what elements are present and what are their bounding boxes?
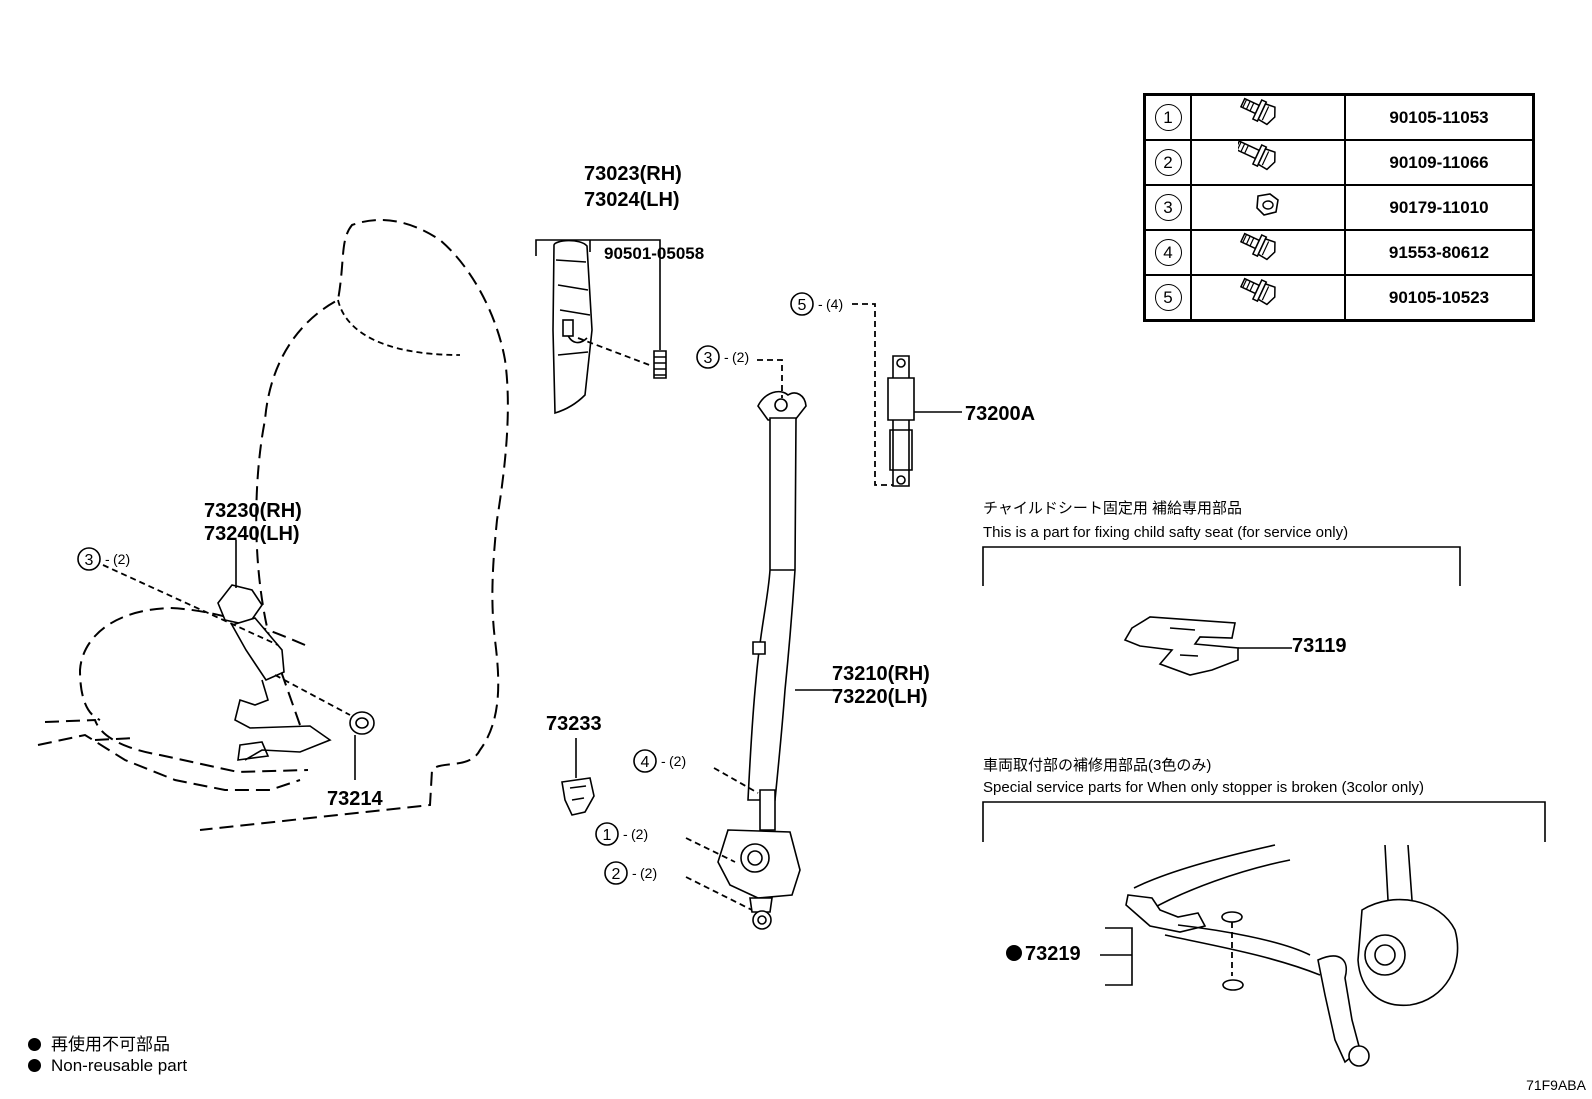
fastener-ref: 2 bbox=[1143, 139, 1192, 186]
label-73230: 73230(RH) bbox=[204, 500, 302, 522]
svg-text:-: - bbox=[623, 826, 628, 842]
svg-text:(2): (2) bbox=[669, 753, 686, 769]
fastener-ref-number: 1 bbox=[1154, 104, 1182, 131]
svg-text:-: - bbox=[632, 865, 637, 881]
fastener-part-number: 90109-11066 bbox=[1344, 139, 1535, 186]
fastener-part-number: 90179-11010 bbox=[1344, 184, 1535, 231]
seat-outline bbox=[37, 219, 509, 831]
fastener-row: 4 91553-80612 bbox=[1143, 229, 1535, 276]
child-seat-bracket-group bbox=[982, 546, 1461, 676]
clip-90501 bbox=[653, 272, 667, 379]
label-73200A: 73200A bbox=[965, 403, 1035, 425]
leader-ref3-upper bbox=[757, 359, 783, 398]
leader-clip bbox=[577, 337, 653, 367]
callout-ref5: 5 - (4) bbox=[790, 292, 843, 316]
label-73210: 73210(RH) bbox=[832, 663, 930, 685]
seat-belt-assembly bbox=[717, 390, 807, 930]
svg-text:(4): (4) bbox=[826, 296, 843, 312]
fastener-ref: 3 bbox=[1143, 184, 1192, 231]
fastener-ref-number: 3 bbox=[1154, 194, 1182, 221]
label-73119: 73119 bbox=[1292, 635, 1347, 657]
bullet-icon bbox=[28, 1059, 41, 1072]
label-73233: 73233 bbox=[546, 713, 602, 735]
callout-ref3-upper: 3 - (2) bbox=[696, 345, 749, 369]
svg-text:5: 5 bbox=[798, 297, 807, 314]
label-90501: 90501-05058 bbox=[604, 244, 704, 263]
svg-text:4: 4 bbox=[641, 754, 650, 771]
label-73219: 73219 bbox=[1025, 943, 1081, 965]
shoulder-adjuster bbox=[852, 303, 962, 487]
leader-ref3-seat bbox=[102, 564, 279, 646]
fastener-ref-number: 4 bbox=[1154, 239, 1182, 266]
svg-text:(2): (2) bbox=[113, 551, 130, 567]
leader-buckle-grommet bbox=[274, 674, 351, 716]
fastener-part-number: 91553-80612 bbox=[1344, 229, 1535, 276]
svg-text:-: - bbox=[661, 753, 666, 769]
child-seat-note-en: This is a part for fixing child safty se… bbox=[983, 524, 1349, 541]
bullet-icon bbox=[28, 1038, 41, 1051]
svg-text:(2): (2) bbox=[732, 349, 749, 365]
leader-ref1 bbox=[685, 837, 736, 863]
non-reusable-marker bbox=[1006, 945, 1022, 961]
child-seat-note-jp: チャイルドシート固定用 補給専用部品 bbox=[983, 500, 1243, 517]
seat-belt-buckle bbox=[217, 584, 332, 761]
stopper-repair-group bbox=[982, 801, 1546, 1067]
fastener-row: 1 90105-11053 bbox=[1143, 93, 1535, 141]
callout-ref4: 4 - (2) bbox=[633, 749, 686, 773]
flange-bolt-icon bbox=[1190, 93, 1346, 141]
flange-bolt-icon bbox=[1190, 229, 1346, 276]
fastener-table: 1 90105-11053 2 90109-11066 3 90179-11010 4 915… bbox=[1143, 93, 1535, 322]
svg-text:3: 3 bbox=[704, 350, 713, 367]
stopper-note-jp: 車両取付部の補修用部品(3色のみ) bbox=[983, 757, 1212, 774]
callout-ref1: 1 - (2) bbox=[595, 822, 648, 846]
label-73220: 73220(LH) bbox=[832, 686, 928, 708]
label-73214: 73214 bbox=[327, 788, 383, 810]
svg-text:2: 2 bbox=[612, 866, 621, 883]
svg-text:-: - bbox=[105, 551, 110, 567]
fastener-part-number: 90105-10523 bbox=[1344, 274, 1535, 322]
fastener-ref-number: 5 bbox=[1154, 284, 1182, 311]
fastener-ref: 4 bbox=[1143, 229, 1192, 276]
fastener-ref: 1 bbox=[1143, 93, 1192, 141]
illustration-code: 71F9ABA bbox=[1526, 1077, 1586, 1093]
leader-ref4 bbox=[713, 767, 759, 794]
cover-73233 bbox=[561, 738, 595, 816]
callout-ref3-seat: 3 - (2) bbox=[77, 547, 130, 571]
callout-ref2: 2 - (2) bbox=[604, 861, 657, 885]
label-73240: 73240(LH) bbox=[204, 523, 300, 545]
grommet-73214 bbox=[349, 711, 375, 735]
fastener-ref: 5 bbox=[1143, 274, 1192, 322]
label-73024: 73024(LH) bbox=[584, 189, 680, 211]
leader-ref2 bbox=[685, 876, 753, 911]
label-73023: 73023(RH) bbox=[584, 163, 682, 185]
fastener-row: 2 90109-11066 bbox=[1143, 139, 1535, 186]
fastener-row: 5 90105-10523 bbox=[1143, 274, 1535, 322]
fastener-part-number: 90105-11053 bbox=[1344, 93, 1535, 141]
legend-jp: 再使用不可部品 bbox=[28, 1030, 170, 1055]
svg-text:1: 1 bbox=[603, 827, 612, 844]
stopper-note-en: Special service parts for When only stop… bbox=[983, 779, 1425, 796]
flange-nut-icon bbox=[1190, 184, 1346, 231]
svg-text:(2): (2) bbox=[631, 826, 648, 842]
svg-text:3: 3 bbox=[85, 552, 94, 569]
fastener-row: 3 90179-11010 bbox=[1143, 184, 1535, 231]
fastener-ref-number: 2 bbox=[1154, 149, 1182, 176]
flange-bolt-long-icon bbox=[1190, 139, 1346, 186]
legend-en: Non-reusable part bbox=[28, 1056, 187, 1076]
svg-text:(2): (2) bbox=[640, 865, 657, 881]
pillar-cover bbox=[535, 239, 661, 415]
svg-text:-: - bbox=[818, 296, 823, 312]
svg-text:-: - bbox=[724, 349, 729, 365]
flange-bolt-icon bbox=[1190, 274, 1346, 322]
